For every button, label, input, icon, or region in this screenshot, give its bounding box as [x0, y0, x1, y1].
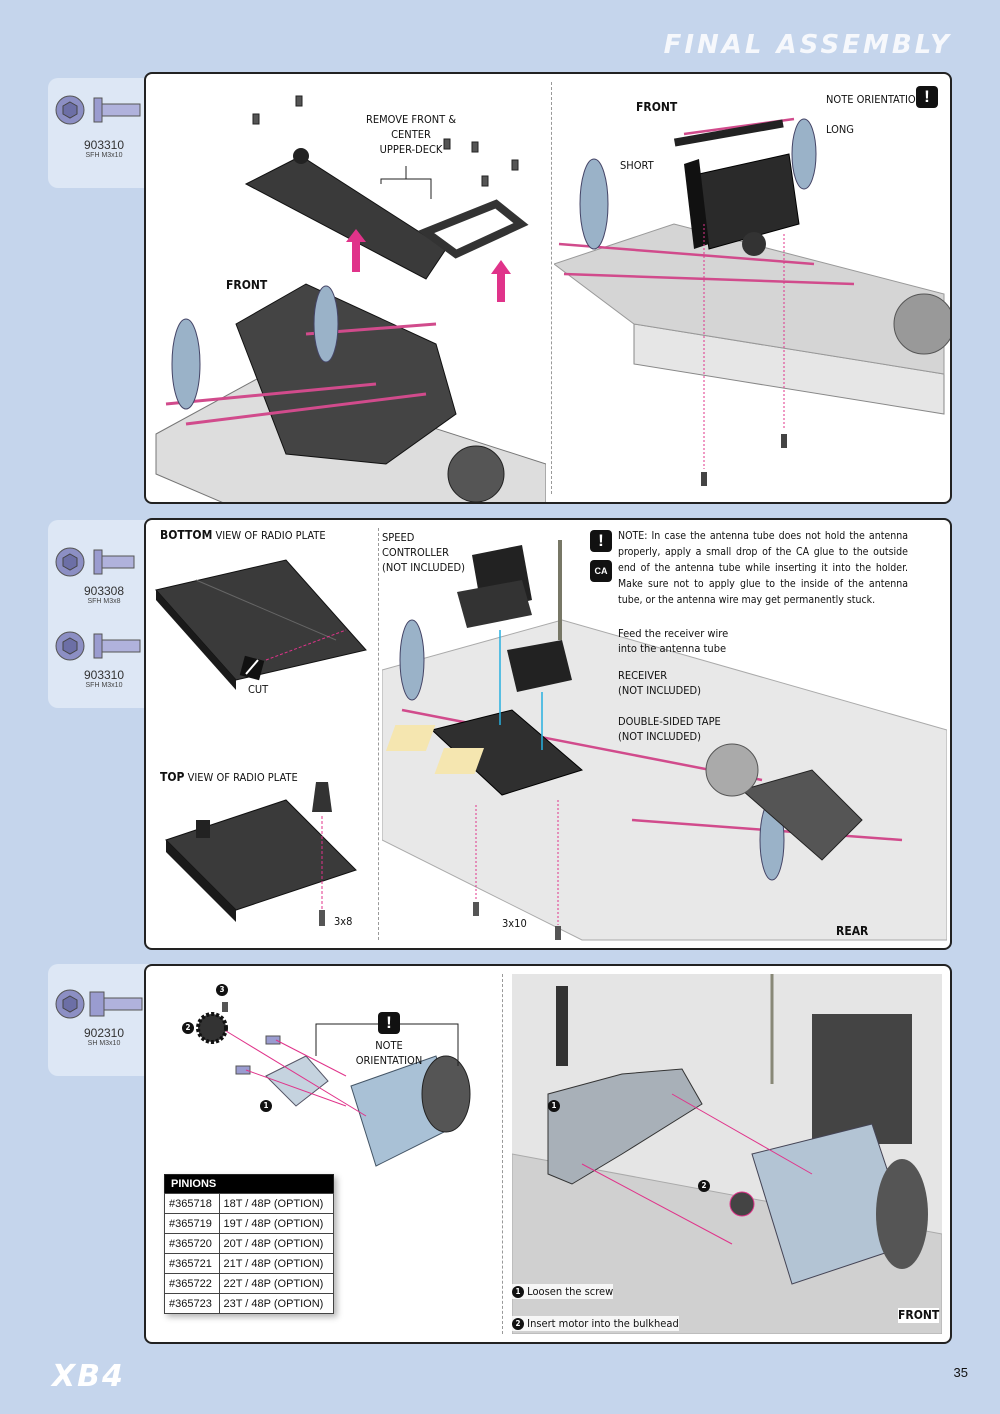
top-view-label: TOP VIEW OF RADIO PLATE	[160, 770, 298, 784]
part-code: 903308	[83, 584, 125, 598]
part-desc: SH M3x10	[87, 1040, 121, 1047]
feed-wire-label: Feed the receiver wire into the antenna …	[618, 627, 729, 655]
instruction-1: 1 Loosen the screw	[512, 1284, 614, 1299]
callout-1-b: 1	[548, 1098, 560, 1113]
receiver-label: RECEIVER (NOT INCLUDED)	[618, 669, 702, 697]
part-item: 903310 SFH M3x10	[48, 78, 160, 168]
screw-3x10-label: 3x10	[502, 917, 527, 930]
screw-icon	[55, 989, 143, 1019]
screw-icon	[55, 547, 135, 577]
instruction-2: 2 Insert motor into the bulkhead	[512, 1316, 679, 1331]
warning-icon: !	[378, 1012, 400, 1034]
ca-glue-icon: CA	[590, 560, 612, 582]
front-label: FRONT	[226, 278, 268, 292]
part-item: 903308 SFH M3x8	[48, 520, 160, 610]
note-orientation-label: NOTE ORIENTATION	[826, 93, 924, 106]
page-title: FINAL ASSEMBLY	[663, 30, 952, 60]
part-code: 903310	[83, 138, 125, 152]
motor-install-illustration	[512, 974, 942, 1334]
speed-controller-label: SPEED CONTROLLER (NOT INCLUDED)	[382, 531, 466, 574]
parts-tab-step1: 903310 SFH M3x10	[48, 78, 160, 188]
callout-2-b: 2	[698, 1178, 710, 1193]
step1-panel: REMOVE FRONT & CENTER UPPER-DECK FRONT F…	[144, 72, 952, 504]
callout-2: 2	[182, 1020, 194, 1035]
step2-panel: BOTTOM VIEW OF RADIO PLATE CUT TOP VIEW …	[144, 518, 952, 950]
servo-mount-illustration	[554, 117, 950, 486]
part-code: 903310	[83, 668, 125, 682]
warning-icon: !	[916, 86, 938, 108]
parts-tab-step2: 903308 SFH M3x8 903310 SFH M3x10	[48, 520, 160, 708]
remove-deck-label: REMOVE FRONT & CENTER UPPER-DECK	[365, 113, 457, 156]
antenna-note: NOTE: In case the antenna tube does not …	[618, 530, 908, 606]
upper-deck-illustration	[155, 95, 546, 502]
screw-icon	[55, 631, 141, 661]
motor-explode-illustration	[196, 1002, 471, 1167]
double-sided-tape-label: DOUBLE-SIDED TAPE (NOT INCLUDED)	[618, 715, 721, 743]
part-code: 902310	[83, 1026, 125, 1040]
part-item: 902310 SH M3x10	[48, 964, 160, 1054]
bottom-view-label: BOTTOM VIEW OF RADIO PLATE	[160, 528, 326, 542]
rear-label: REAR	[836, 924, 869, 938]
radio-plate-bottom	[155, 559, 367, 690]
callout-3: 3	[216, 982, 228, 997]
step3-panel: ! NOTE ORIENTATION 3 2 1 PINIONS #365718…	[144, 964, 952, 1344]
pinions-header: PINIONS	[164, 1174, 334, 1194]
screw-3x8-label: 3x8	[334, 915, 353, 928]
radio-plate-top	[165, 782, 357, 926]
short-label: SHORT	[620, 159, 654, 172]
part-desc: SFH M3x8	[87, 598, 121, 605]
page-number: 35	[953, 1365, 968, 1380]
front-label-right: FRONT	[636, 100, 678, 114]
front-label: FRONT	[898, 1308, 940, 1323]
screw-icon	[55, 95, 141, 125]
part-desc: SFH M3x10	[85, 152, 123, 159]
warning-icon: !	[590, 530, 612, 552]
xb4-logo: XB4	[52, 1359, 125, 1394]
parts-tab-step3: 902310 SH M3x10	[48, 964, 160, 1076]
part-item: 903310 SFH M3x10	[48, 610, 160, 700]
cut-label: CUT	[248, 683, 269, 696]
note-orientation-label: NOTE ORIENTATION	[355, 1039, 423, 1067]
long-label: LONG	[826, 123, 854, 136]
radio-install-illustration	[382, 540, 947, 941]
part-desc: SFH M3x10	[85, 682, 123, 689]
callout-1: 1	[260, 1098, 272, 1113]
